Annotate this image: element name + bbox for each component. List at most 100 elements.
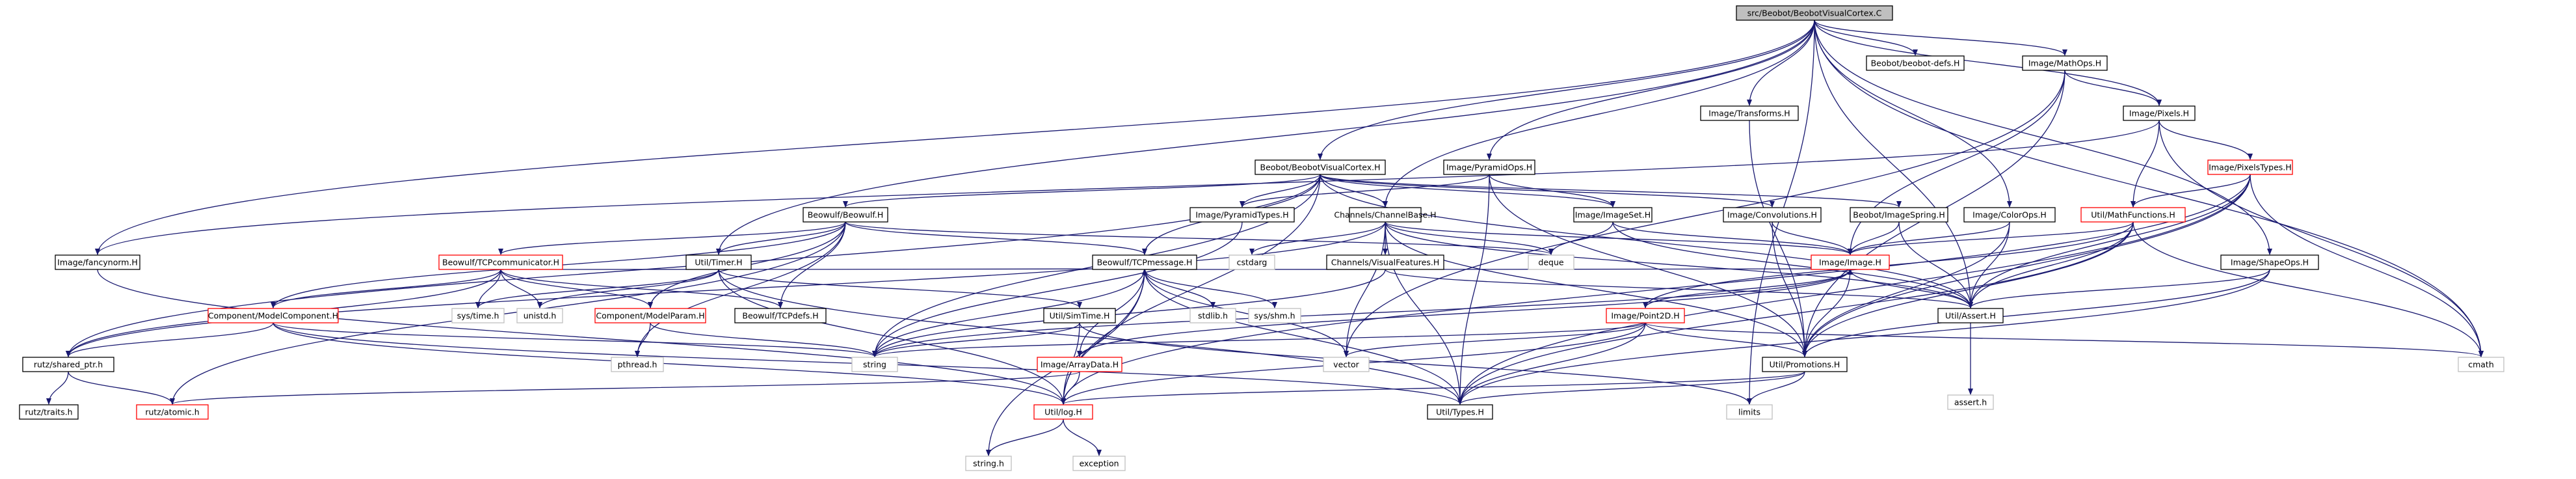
node-rutz-atomic-h[interactable]: rutz/atomic.h [136,404,209,420]
node-box [55,254,140,270]
node-box [1866,55,1965,71]
node-component-modelparam-h[interactable]: Component/ModelParam.H [594,308,706,323]
node-image-shapeops-h[interactable]: Image/ShapeOps.H [2220,254,2319,270]
edge-root-to-mathops [1814,20,2067,56]
edge-arraydata-to-log [1061,371,1080,405]
node-label: Image/ColorOps.H [1972,210,2047,220]
node-util-log-h[interactable]: Util/log.H [1033,404,1093,420]
node-rutz-shared-ptr-h[interactable]: rutz/shared_ptr.h [22,357,114,372]
node-beowulf-tcpcommunicator-h[interactable]: Beowulf/TCPcommunicator.H [438,254,563,270]
node-box [594,308,706,323]
edge-promotions-to-limits [1747,371,1805,405]
node-box [2220,254,2319,270]
edge-pixelstypes-to-utilassert [1968,174,2251,308]
edge-mathfunctions-to-utilassert [1968,221,2134,308]
node-label: cmath [2468,360,2494,370]
edge-simtime-to-limits [1079,322,1752,405]
edge-root-to-pyramidops [1487,20,1815,160]
node-image-pixelstypes-h[interactable]: Image/PixelsTypes.H [2207,159,2293,175]
node-sys-time-h: sys/time.h [451,308,505,323]
node-assert-h: assert.h [1947,394,1994,410]
node-util-mathfunctions-h[interactable]: Util/MathFunctions.H [2080,207,2186,223]
edge-bvc_h-to-convolutions [1320,174,1775,208]
node-label: Image/fancynorm.H [57,258,138,267]
node-box [1850,207,1948,223]
node-label: sys/time.h [457,311,499,321]
edge-modelcomponent-to-string [272,322,877,357]
node-image-image-h[interactable]: Image/Image.H [1811,254,1890,270]
edge-bvc_h-to-pyramidtypes [1240,174,1321,208]
node-channels-visualfeatures-h[interactable]: Channels/VisualFeatures.H [1326,254,1444,270]
edge-channelist-to-utilassert [1385,221,1973,308]
node-label: Util/Promotions.H [1770,360,1840,370]
node-image-arraydata-h[interactable]: Image/ArrayData.H [1037,357,1122,372]
node-component-modelcomponent-h[interactable]: Component/ModelComponent.H [207,308,339,323]
node-image-fancynorm-h[interactable]: Image/fancynorm.H [55,254,140,270]
edge-modelparam-to-string [650,322,877,357]
edge-visualfeatures-to-string [872,269,1386,357]
edge-colorops-to-utilassert [1968,221,2010,308]
edge-root-to-shapeops [1814,20,2272,255]
edge-promotions-to-log [1061,371,1805,405]
node-util-assert-h[interactable]: Util/Assert.H [1937,308,2004,323]
node-box [516,308,563,323]
node-image-pyramidtypes-h[interactable]: Image/PyramidTypes.H [1189,207,1295,223]
node-box [1573,207,1653,223]
node-beowulf-tcpdefs-h[interactable]: Beowulf/TCPdefs.H [734,308,827,323]
node-box [803,207,888,223]
edge-root-to-timer [716,20,1815,255]
node-beowulf-tcpmessage-h[interactable]: Beowulf/TCPmessage.H [1092,254,1197,270]
node-label: Util/Timer.H [695,258,742,267]
edge-mathfunctions-to-promotions [1802,221,2134,357]
node-channels-channelbase-h[interactable]: Channels/ChannelBase.H [1334,207,1437,223]
edge-image-to-promotions [1802,269,1851,357]
node-label: Image/Convolutions.H [1727,210,1817,220]
edge-root-to-beobotdefs [1814,20,1918,56]
node-box [207,308,339,323]
node-beobot-imagespring-h[interactable]: Beobot/ImageSpring.H [1850,207,1948,223]
node-box [1189,207,1295,223]
node-rutz-traits-h[interactable]: rutz/traits.h [19,404,79,420]
node-image-convolutions-h[interactable]: Image/Convolutions.H [1723,207,1822,223]
node-util-timer-h[interactable]: Util/Timer.H [685,254,752,270]
node-image-colorops-h[interactable]: Image/ColorOps.H [1963,207,2056,223]
node-util-types-h[interactable]: Util/Types.H [1427,404,1493,420]
node-util-promotions-h[interactable]: Util/Promotions.H [1762,357,1848,372]
node-label: pthread.h [618,360,657,370]
node-label: unistd.h [524,311,557,321]
node-image-transforms-h[interactable]: Image/Transforms.H [1700,105,1799,121]
edge-channelist-to-promotions [1385,221,1807,357]
node-image-pyramidops-h[interactable]: Image/PyramidOps.H [1443,159,1535,175]
node-beowulf-beowulf-h[interactable]: Beowulf/Beowulf.H [803,207,888,223]
node-image-pixels-h[interactable]: Image/Pixels.H [2123,105,2196,121]
edge-imageset-to-deque [1548,221,1613,255]
node-box [1736,5,1893,21]
node-label: Beobot/beobot-defs.H [1871,59,1960,68]
edge-channelist-to-sharedptr [66,221,1386,357]
node-image-imageset-h[interactable]: Image/ImageSet.H [1573,207,1653,223]
edge-root-to-channelist [1383,20,1815,208]
node-label: Image/Image.H [1819,258,1881,267]
node-util-simtime-h[interactable]: Util/SimTime.H [1043,308,1116,323]
edge-fancynorm-to-log [97,269,1066,405]
node-cmath: cmath [2458,357,2504,372]
node-box [1043,308,1116,323]
edge-bvc_h-to-imageset [1320,174,1615,208]
node-box [2123,105,2196,121]
edge-imageset-to-image [1612,221,1853,255]
edge-point2d-to-string [872,322,1646,357]
edge-timer-to-log [718,269,1066,405]
edge-arraydata-to-atomic [170,371,1080,405]
edge-tcpmessage-to-types [1144,269,1463,405]
edge-simtime-to-string [872,322,1080,357]
node-image-point2d-h[interactable]: Image/Point2D.H [1606,308,1685,323]
edge-tcpmessage-to-string [872,269,1145,357]
node-src-beobot-beobotvisualcortex-c[interactable]: src/Beobot/BeobotVisualCortex.C [1736,5,1893,21]
node-label: Beowulf/TCPcommunicator.H [442,258,559,267]
node-beobot-beobotvisualcortex-h[interactable]: Beobot/BeobotVisualCortex.H [1255,159,1386,175]
edge-bvc_h-to-utilassert [1320,174,1973,308]
node-beobot-beobot-defs-h[interactable]: Beobot/beobot-defs.H [1866,55,1965,71]
node-image-mathops-h[interactable]: Image/MathOps.H [2022,55,2108,71]
node-box [1323,357,1370,372]
edge-pixels-to-cmath [2158,120,2484,357]
